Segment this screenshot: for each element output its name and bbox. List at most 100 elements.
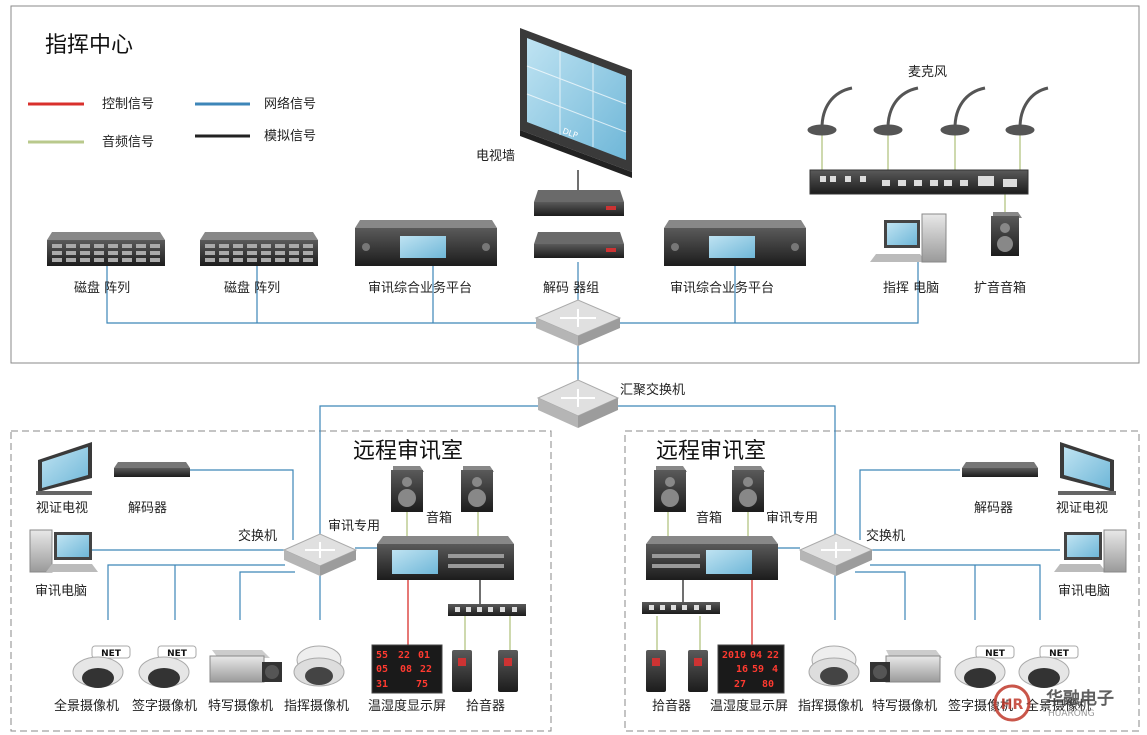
pickup-icon — [498, 650, 518, 692]
right-room-title: 远程审讯室 — [656, 439, 766, 464]
right-led-digit-1: 2010 — [722, 650, 746, 661]
left-net-badge-1: NET — [101, 649, 122, 659]
aggregation-switch-icon — [536, 379, 620, 428]
analog-cables — [479, 170, 684, 605]
left-room-title: 远程审讯室 — [353, 439, 463, 464]
right-room-frame — [624, 430, 1140, 732]
decoder-icon — [962, 462, 1038, 477]
microphone-label: 麦克风 — [908, 65, 947, 80]
audio-processor-icon — [642, 602, 720, 614]
control-cables — [407, 580, 753, 645]
tv-wall-icon: DLP — [520, 28, 632, 178]
left-camera-1-label: 全景摄像机 — [54, 698, 119, 714]
speaker-icon — [991, 212, 1022, 256]
right-led-digit-5: 59 — [752, 664, 764, 675]
interrogation-host-icon — [377, 536, 514, 580]
monitor-icon — [1058, 442, 1116, 495]
network-cables — [92, 262, 1060, 620]
switch-icon — [282, 533, 358, 576]
right-pickup-label: 拾音器 — [652, 698, 691, 714]
right-led-digit-7: 27 — [734, 679, 746, 690]
decoder-group-icon — [534, 190, 624, 258]
switch-icon — [534, 299, 622, 346]
interrogation-host-icon — [646, 536, 778, 580]
right-camera-1-label: 指挥摄像机 — [798, 699, 863, 714]
decoder-icon — [114, 462, 190, 477]
dome-camera-icon — [138, 645, 197, 688]
temperature-humidity-display-icon: 55 22 01 05 08 22 31 75 — [371, 644, 443, 694]
legend-label-network: 网络信号 — [264, 96, 316, 112]
command-center-title: 指挥中心 — [45, 33, 133, 58]
tv-wall-label: 电视墙 — [476, 149, 515, 164]
switch-icon — [798, 533, 874, 576]
speaker-icon — [732, 466, 765, 512]
audio-mixer-icon — [809, 169, 1029, 195]
audio-processor-icon — [448, 604, 526, 616]
left-dedicated-label: 审讯专用 — [328, 519, 380, 534]
left-led-digit-8: 75 — [416, 679, 428, 690]
legend-label-audio: 音频信号 — [102, 134, 154, 150]
right-net-badge-1: NET — [985, 649, 1006, 659]
right-net-badge-2: NET — [1049, 649, 1070, 659]
computer-icon — [29, 529, 98, 573]
right-decoder-label: 解码器 — [974, 501, 1013, 516]
left-led-digit-3: 01 — [418, 650, 430, 661]
computer-icon — [1054, 529, 1127, 573]
left-net-badge-2: NET — [167, 649, 188, 659]
right-led-digit-2: 04 — [750, 650, 762, 661]
disk-array-icon — [47, 232, 165, 266]
disk-array-2-label: 磁盘 阵列 — [224, 280, 280, 296]
right-switch-label: 交换机 — [866, 528, 905, 544]
temperature-humidity-display-icon: 2010 04 22 16 59 4 27 80 — [717, 644, 785, 694]
box-camera-icon — [870, 650, 942, 683]
right-dedicated-label: 审讯专用 — [766, 511, 818, 526]
right-led-digit-4: 16 — [736, 664, 748, 675]
company-logo: HR 华融电子 HUARONG — [993, 684, 1114, 722]
left-speaker-label: 音箱 — [426, 510, 452, 526]
logo-mark: HR — [1001, 697, 1024, 713]
command-center-frame — [10, 5, 1140, 364]
decoder-group-label: 解码 器组 — [543, 281, 599, 296]
computer-icon — [870, 213, 947, 263]
left-decoder-label: 解码器 — [128, 501, 167, 516]
left-camera-2-label: 签字摄像机 — [132, 698, 197, 714]
speaker-icon — [654, 466, 687, 512]
dome-camera-icon — [808, 645, 860, 687]
left-led-digit-6: 22 — [420, 664, 432, 675]
left-display-label: 温湿度显示屏 — [368, 698, 446, 714]
box-camera-icon — [209, 650, 282, 683]
left-led-digit-1: 55 — [376, 650, 388, 661]
right-camera-2-label: 特写摄像机 — [872, 699, 937, 714]
left-room-frame — [10, 430, 552, 732]
legend-label-control: 控制信号 — [102, 97, 154, 112]
left-led-digit-2: 22 — [398, 650, 410, 661]
pickup-icon — [452, 650, 472, 692]
right-speaker-label: 音箱 — [696, 510, 722, 526]
right-led-digit-6: 4 — [772, 664, 778, 675]
speaker-icon — [391, 466, 424, 512]
right-led-digit-8: 80 — [762, 679, 774, 690]
left-camera-3-label: 特写摄像机 — [208, 699, 273, 714]
dome-camera-icon — [293, 645, 345, 687]
legend: 控制信号 网络信号 音频信号 模拟信号 — [28, 96, 316, 150]
left-pickup-label: 拾音器 — [466, 698, 505, 714]
dome-camera-icon — [954, 645, 1015, 688]
platform-1-label: 审讯综合业务平台 — [368, 280, 472, 296]
left-video-tv-label: 视证电视 — [36, 501, 88, 516]
left-pc-label: 审讯电脑 — [35, 584, 87, 599]
pickup-icon — [646, 650, 666, 692]
speaker-icon — [461, 466, 494, 512]
speaker-label: 扩音音箱 — [974, 280, 1026, 296]
dome-camera-icon — [72, 645, 131, 688]
left-led-digit-7: 31 — [376, 679, 388, 690]
command-pc-label: 指挥 电脑 — [883, 281, 939, 296]
legend-label-analog: 模拟信号 — [264, 129, 316, 144]
right-led-digit-3: 22 — [767, 650, 779, 661]
right-pc-label: 审讯电脑 — [1058, 584, 1110, 599]
microphone-icon — [807, 86, 1049, 136]
left-led-digit-5: 08 — [400, 664, 412, 675]
right-camera-4-label: 全景摄像机 — [1026, 698, 1091, 714]
monitor-icon — [36, 442, 92, 495]
